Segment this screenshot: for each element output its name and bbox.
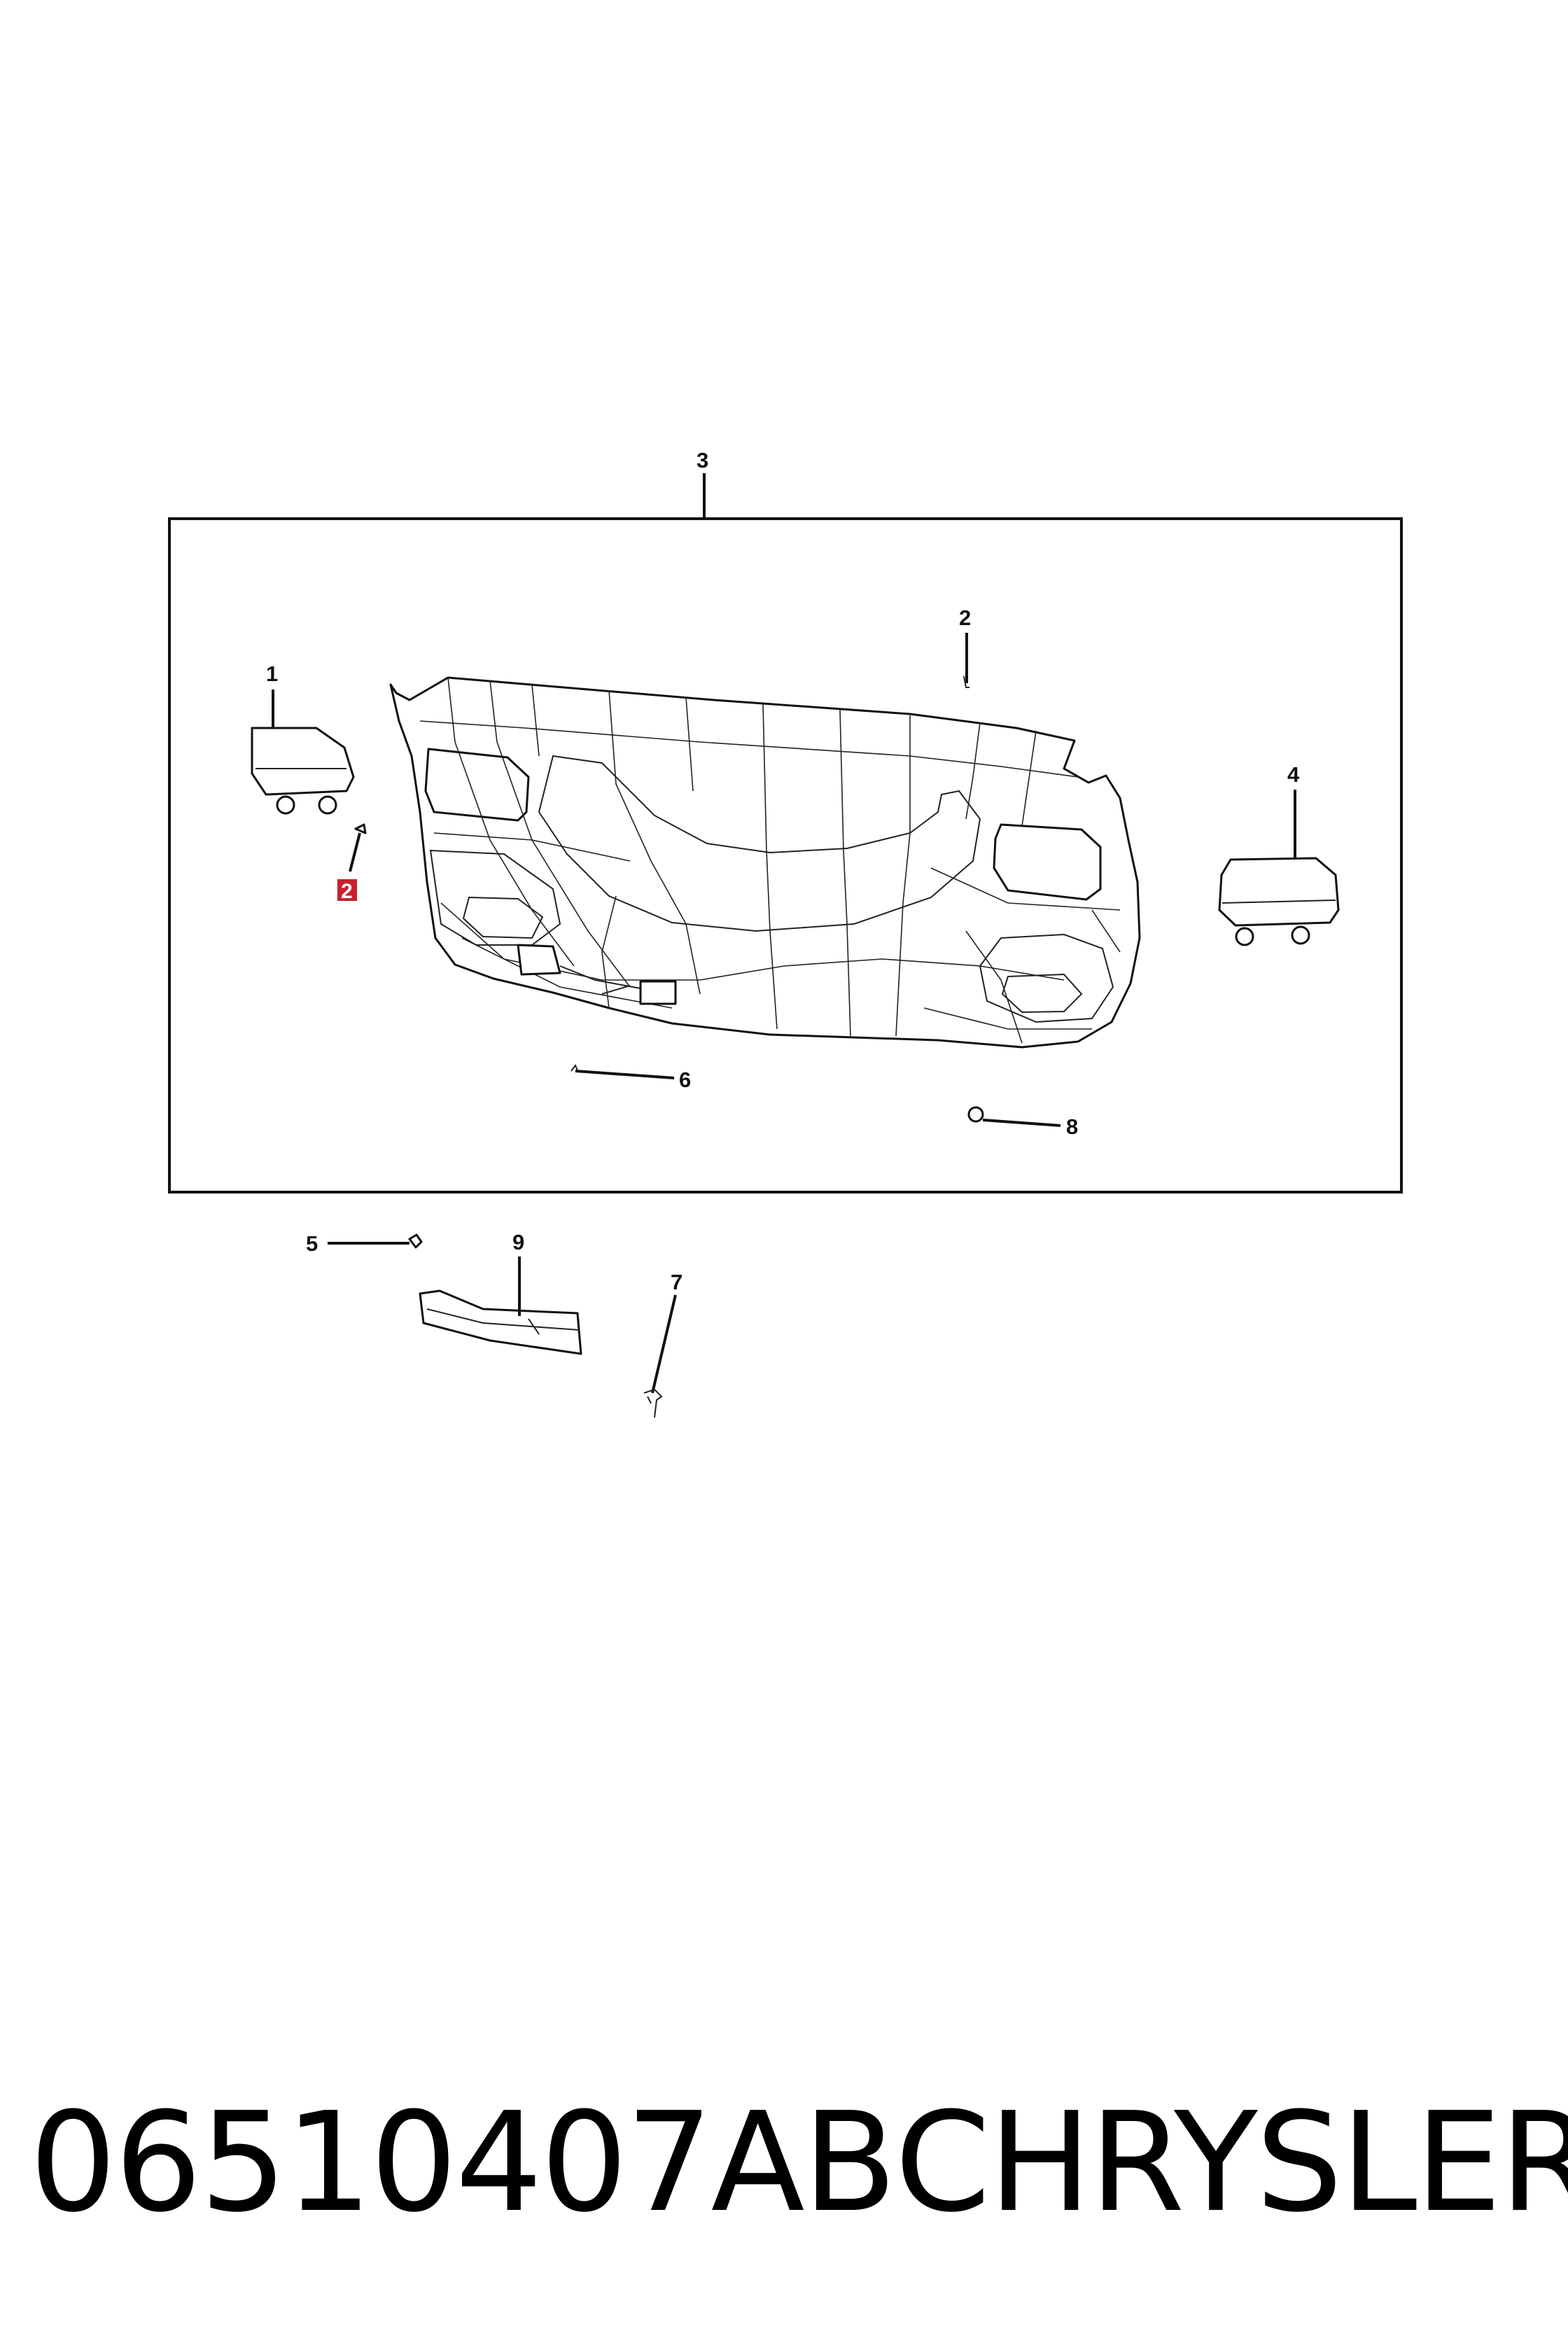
- callout-2-hl-leader: [349, 832, 361, 872]
- callout-1[interactable]: 1: [266, 662, 278, 686]
- brand-name: CHRYSLER: [895, 2083, 1568, 2243]
- liftgate-trim-panel: [389, 676, 1141, 1049]
- callout-4[interactable]: 4: [1287, 762, 1300, 787]
- part-2-fastener-top: [963, 676, 969, 688]
- part-number: 06510407AB: [29, 2083, 897, 2243]
- callout-7-leader: [651, 1294, 677, 1394]
- callout-9[interactable]: 9: [512, 1230, 524, 1254]
- callout-2-top[interactable]: 2: [959, 606, 971, 630]
- part-4-right-trim: [1218, 857, 1340, 946]
- callout-7[interactable]: 7: [671, 1270, 682, 1294]
- callout-8-leader: [982, 1119, 1061, 1127]
- part-2-fastener-left: [354, 823, 367, 834]
- callout-6[interactable]: 6: [679, 1068, 691, 1092]
- callout-3[interactable]: 3: [696, 448, 708, 472]
- callout-2-highlighted[interactable]: 2: [341, 880, 353, 903]
- callout-8[interactable]: 8: [1066, 1114, 1078, 1139]
- part-1-left-trim: [251, 727, 355, 815]
- part-9-bracket: [419, 1289, 582, 1355]
- caption: 06510407AB CHRYSLER: [29, 2083, 1568, 2243]
- callout-5[interactable]: 5: [306, 1231, 318, 1256]
- callout-2-highlight: [337, 879, 357, 901]
- part-5-clip: [408, 1233, 423, 1249]
- part-7-clip: [643, 1388, 663, 1418]
- callout-6-leader: [575, 1070, 675, 1079]
- part-8-clip: [967, 1106, 984, 1123]
- assembly-frame: [168, 517, 1403, 1194]
